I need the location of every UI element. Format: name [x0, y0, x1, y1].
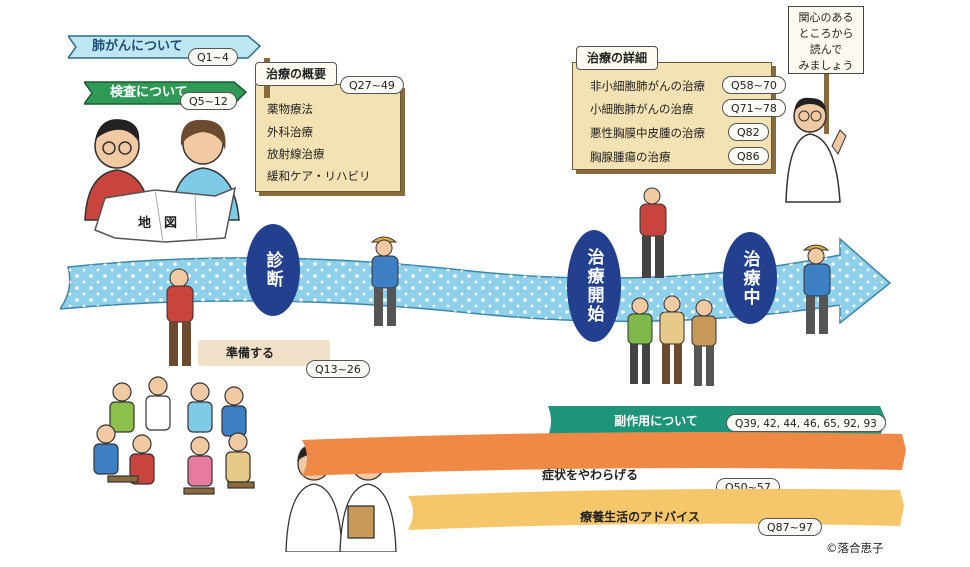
hiker-top-figure — [639, 187, 667, 278]
prepare-label[interactable]: 準備する — [226, 346, 275, 360]
overview-item[interactable]: 薬物療法 — [267, 102, 313, 116]
lifestyle-label[interactable]: 療養生活のアドバイス — [580, 510, 700, 524]
details-item-q[interactable]: Q82 — [728, 123, 769, 141]
details-item[interactable]: 胸腺腫瘍の治療 — [590, 150, 671, 164]
symptoms-label[interactable]: 症状をやわらげる — [541, 468, 638, 482]
stage-in-treatment[interactable]: 治療中 — [723, 232, 777, 324]
hiker-red-figure — [166, 268, 194, 366]
illustrator-credit: ©落合恵子 — [826, 541, 884, 555]
details-title: 治療の詳細 — [576, 46, 659, 70]
overview-q[interactable]: Q27~49 — [340, 76, 404, 94]
topic-lung-cancer-q[interactable]: Q1~4 — [188, 48, 238, 66]
topic-exam-q[interactable]: Q5~12 — [180, 92, 237, 110]
overview-item[interactable]: 外科治療 — [267, 125, 313, 139]
overview-item[interactable]: 緩和ケア・リハビリ — [267, 169, 371, 183]
stage-diagnosis[interactable]: 診断 — [246, 224, 300, 316]
side-effects-label[interactable]: 副作用について — [614, 414, 698, 428]
topic-lung-cancer[interactable]: 肺がんについて — [92, 39, 183, 54]
details-item[interactable]: 小細胞肺がんの治療 — [590, 102, 694, 116]
doctor-illustration — [785, 74, 847, 203]
hiker-right-figure — [802, 244, 831, 334]
stage-treatment-start[interactable]: 治療開始 — [567, 230, 621, 342]
hiker-group-figure — [627, 295, 717, 386]
side-effects-q[interactable]: Q39, 42, 44, 46, 65, 92, 93 — [726, 414, 886, 432]
people-with-map-illustration — [84, 119, 240, 243]
details-item-q[interactable]: Q71~78 — [722, 99, 786, 117]
prepare-q[interactable]: Q13~26 — [306, 360, 370, 378]
details-item-q[interactable]: Q58~70 — [722, 76, 786, 94]
overview-item[interactable]: 放射線治療 — [267, 147, 325, 161]
group-meeting-illustration — [93, 376, 255, 495]
lifestyle-q[interactable]: Q87~97 — [758, 518, 822, 536]
advice-sign: 関心のある ところから 読んで みましょう — [788, 6, 864, 74]
details-item-q[interactable]: Q86 — [728, 147, 769, 165]
map-label: 地 図 — [138, 216, 178, 231]
topic-exam[interactable]: 検査について — [110, 85, 188, 100]
symptoms-band-shape — [302, 432, 906, 476]
details-item[interactable]: 非小細胞肺がんの治療 — [590, 79, 705, 93]
overview-title: 治療の概要 — [255, 62, 338, 86]
details-item[interactable]: 悪性胸膜中皮腫の治療 — [590, 126, 705, 140]
hiker-blue-figure — [370, 236, 399, 326]
